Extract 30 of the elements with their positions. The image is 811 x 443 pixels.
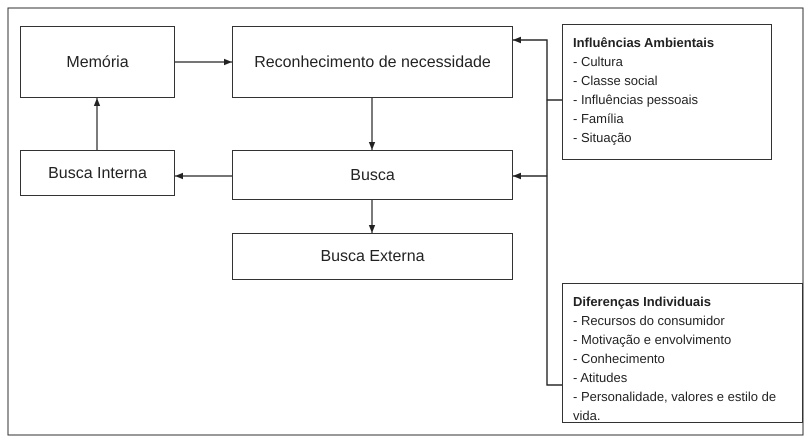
arrow bbox=[513, 172, 562, 386]
list-item: - Recursos do consumidor bbox=[573, 312, 725, 330]
arrow bbox=[175, 58, 232, 66]
box-heading: Diferenças Individuais bbox=[573, 293, 711, 311]
box-label: Busca Externa bbox=[320, 247, 425, 266]
process-box bbox=[232, 26, 513, 98]
list-item: - Atitudes bbox=[573, 369, 628, 387]
list-item: - Personalidade, valores e estilo de vida. bbox=[573, 388, 778, 425]
box-label: Memória bbox=[66, 52, 129, 72]
process-box bbox=[20, 26, 175, 98]
list-item: - Conhecimento bbox=[573, 350, 665, 368]
arrow bbox=[368, 200, 376, 233]
box-label: Busca bbox=[350, 166, 395, 184]
box-heading: Influências Ambientais bbox=[573, 34, 714, 52]
box-label: Reconhecimento de necessidade bbox=[254, 52, 491, 72]
info-box bbox=[562, 283, 803, 423]
process-box bbox=[232, 233, 513, 280]
process-box bbox=[20, 150, 175, 196]
arrow bbox=[94, 98, 100, 150]
list-item: - Família bbox=[573, 110, 624, 128]
box-label: Busca Interna bbox=[48, 164, 147, 182]
process-box bbox=[232, 150, 513, 200]
arrow bbox=[175, 172, 232, 180]
list-item: - Situação bbox=[573, 129, 632, 147]
list-item: - Classe social bbox=[573, 72, 658, 90]
list-item: - Cultura bbox=[573, 53, 623, 71]
list-item: - Influências pessoais bbox=[573, 91, 698, 109]
list-item: - Motivação e envolvimento bbox=[573, 331, 732, 349]
info-box bbox=[562, 24, 772, 160]
arrow bbox=[368, 98, 376, 150]
